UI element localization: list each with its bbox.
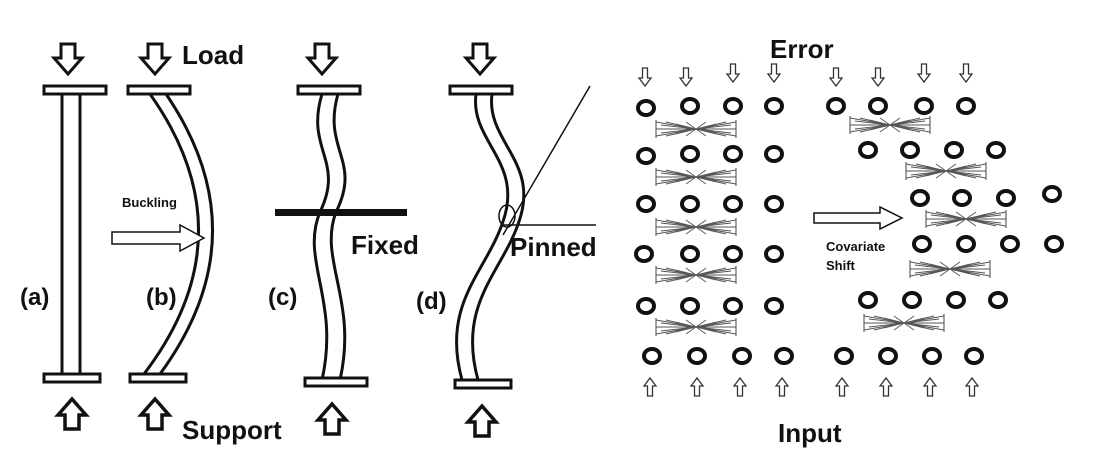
buckling-label: Buckling (122, 195, 177, 210)
load-arrow-icon (52, 42, 84, 76)
support-arrow-icon (466, 404, 498, 438)
pinned-label: Pinned (510, 232, 597, 262)
panel-c-label: (c) (268, 284, 298, 311)
panel-c-column (275, 42, 407, 436)
panel-d-column (448, 42, 596, 438)
network-before (634, 63, 794, 397)
covariate-label: Covariate (826, 239, 886, 254)
buckling-arrow-icon (111, 223, 206, 253)
load-arrow-icon (306, 42, 338, 76)
covariate-shift-arrow-icon (813, 205, 904, 231)
panel-d-label: (d) (416, 288, 447, 315)
shift-label: Shift (826, 258, 855, 273)
support-label: Support (182, 415, 282, 445)
load-arrow-icon (464, 42, 496, 76)
network-after (826, 63, 1064, 397)
panel-b-label: (b) (146, 284, 177, 311)
support-arrow-icon (139, 397, 171, 431)
support-arrow-icon (316, 402, 348, 436)
support-arrow-icon (56, 397, 88, 431)
input-label: Input (778, 418, 842, 448)
error-label: Error (770, 34, 834, 64)
panel-a-column (42, 42, 108, 431)
panel-b-column (111, 42, 214, 431)
fixed-label: Fixed (351, 230, 419, 260)
load-arrow-icon (139, 42, 171, 76)
load-label: Load (182, 40, 245, 70)
panel-a-label: (a) (20, 284, 50, 311)
